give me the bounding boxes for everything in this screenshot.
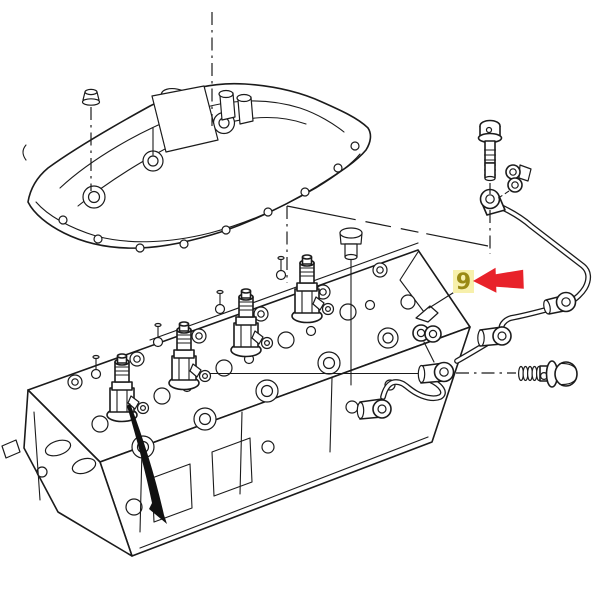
callout-highlight [453,270,474,293]
injector-leak-off-port [312,296,335,316]
head-plug-bolt [339,227,363,261]
banjo-fitting-2 [543,291,577,315]
injector-leak-off-port [189,363,212,383]
cover-bracket [151,85,219,156]
cover-bolt-boss-1 [82,185,106,209]
edge-tick [22,144,27,161]
banjo-fitting-3 [477,326,512,347]
fuel-injector-2 [152,321,212,391]
callout-leader-line [428,290,457,309]
banjo-fitting-4 [417,361,455,384]
cylinder-head [1,242,471,557]
leak-off-pipe-assembly [209,119,592,420]
callout-9[interactable]: 9 [428,267,524,309]
valve-cover [22,12,372,253]
fuel-injector-4 [275,254,335,324]
injector-leak-off-port [251,330,274,350]
black-direction-arrow [127,403,167,524]
valve-cover-bolt [81,88,101,106]
witness-lines [286,205,489,386]
cover-flange-holes [58,141,360,253]
cover-hinge-lugs [218,89,254,125]
pipe-clamp-2 [496,164,532,200]
leak-off-pipe [380,203,592,402]
banjo-fitting-5 [356,398,392,420]
callout-arrow [473,267,524,293]
fuel-injector-3 [214,288,274,358]
callout-number[interactable]: 9 [456,270,471,295]
hex-flange-bolt [517,360,578,388]
pipe-clamp-1 [412,305,442,363]
banjo-bolt [477,119,503,254]
banjo-fitting-1 [479,188,506,216]
head-end-hole [400,294,416,310]
head-left-face-ports [1,411,97,501]
injector-leak-off-port [127,395,150,415]
